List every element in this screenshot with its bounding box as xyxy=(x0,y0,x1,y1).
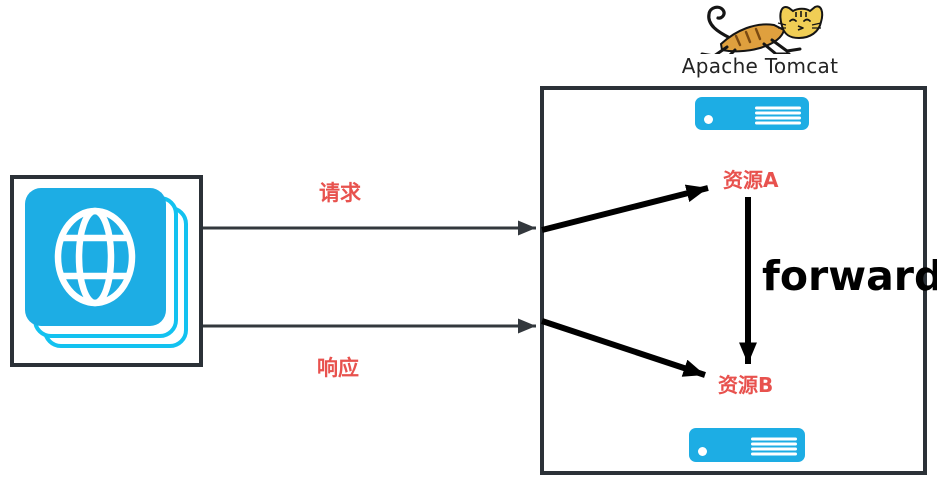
forward-label: forward xyxy=(762,252,937,300)
resource-b-label: 资源B xyxy=(718,373,774,397)
bar-dot-icon xyxy=(698,447,707,456)
resource-a-label: 资源A xyxy=(723,168,779,192)
hamburger-lines-icon xyxy=(751,437,797,456)
server-top-bar-icon xyxy=(695,97,809,130)
server-bottom-bar-icon xyxy=(689,428,805,462)
bar-dot-icon xyxy=(704,115,713,124)
apache-tomcat-label: Apache Tomcat xyxy=(681,54,839,78)
browser-globe-icon xyxy=(25,188,188,348)
apache-tomcat-logo: Apache Tomcat xyxy=(650,0,870,78)
tomcat-cat-icon xyxy=(700,5,824,54)
tomcat-server-box xyxy=(540,86,927,475)
hamburger-lines-icon xyxy=(755,105,801,124)
request-label: 请求 xyxy=(319,181,361,205)
browser-box xyxy=(10,175,203,367)
response-label: 响应 xyxy=(317,356,359,380)
